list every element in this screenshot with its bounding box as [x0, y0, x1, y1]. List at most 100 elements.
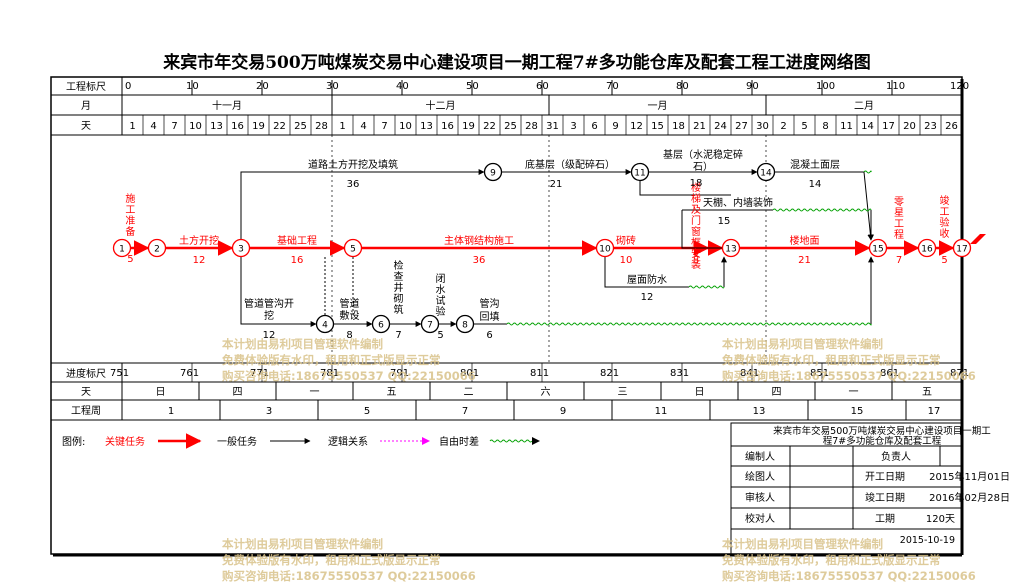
task-name: 基础工程 [277, 234, 317, 247]
node-label: 8 [462, 321, 468, 331]
task-name: 挖 [264, 309, 274, 322]
info-row-label: 审核人 [745, 491, 775, 504]
node-label: 11 [634, 169, 645, 179]
task-arrow [240, 169, 485, 239]
info-row-value: 120天 [926, 514, 955, 525]
node-label: 15 [872, 245, 883, 255]
day-label: 5 [801, 121, 807, 132]
week-label: 17 [928, 406, 941, 417]
day-label: 4 [150, 121, 156, 132]
final-flag [970, 234, 986, 244]
task-duration: 36 [473, 255, 486, 266]
weekday-label: 一 [849, 387, 859, 398]
node-label: 2 [154, 245, 160, 255]
node-label: 5 [350, 245, 356, 255]
scale-tick-label: 60 [536, 81, 549, 92]
header-label-day: 天 [81, 121, 91, 132]
day-label: 22 [273, 121, 286, 132]
task-duration: 15 [718, 216, 731, 227]
month-label: 十二月 [426, 99, 456, 112]
day-label: 6 [591, 121, 597, 132]
node-circle [483, 162, 503, 182]
task-duration: 5 [437, 330, 443, 341]
footer-label-week: 工程周 [71, 405, 101, 417]
node-circle [630, 162, 650, 182]
task-name: 闭 [436, 272, 446, 285]
task-arrow [863, 171, 874, 241]
task-name: 程 [894, 229, 904, 241]
day-label: 11 [840, 121, 853, 132]
day-label: 9 [612, 121, 618, 132]
task-name: 石） [693, 161, 713, 173]
day-label: 19 [252, 121, 265, 132]
weekday-label: 五 [922, 387, 932, 398]
task-arrow [639, 181, 731, 196]
progress-tick-label: 831 [670, 368, 689, 379]
task-name: 管道 [340, 297, 360, 310]
day-label: 27 [735, 121, 748, 132]
node-label: 7 [427, 321, 433, 331]
task-name: 竣 [940, 194, 950, 207]
info-row-label: 校对人 [745, 512, 775, 525]
node-label: 3 [238, 245, 244, 255]
node-circle [756, 162, 776, 182]
day-label: 15 [651, 121, 664, 132]
day-label: 25 [504, 121, 517, 132]
day-label: 25 [294, 121, 307, 132]
task-duration: 7 [896, 255, 902, 266]
progress-tick-label: 801 [460, 368, 479, 379]
day-label: 30 [756, 121, 769, 132]
scale-tick-label: 70 [606, 81, 619, 92]
week-label: 15 [851, 406, 864, 417]
month-label: 一月 [648, 100, 668, 112]
weekday-label: 日 [156, 387, 166, 398]
task-name: 框 [691, 236, 701, 249]
task-duration: 36 [347, 179, 360, 190]
node-label: 1 [119, 245, 125, 255]
day-label: 20 [903, 121, 916, 132]
node-label: 9 [490, 169, 496, 179]
task-name: 窗 [691, 225, 701, 238]
task-name: 安 [691, 247, 701, 260]
info-row-value: 2016年02月28日 [929, 491, 1010, 504]
scale-tick-label: 0 [125, 81, 131, 92]
legend-float-wave [489, 439, 533, 443]
task-name: 验 [940, 216, 950, 229]
info-row-label: 绘图人 [745, 470, 775, 483]
task-name: 砌 [394, 293, 404, 305]
task-duration: 14 [809, 179, 822, 190]
progress-tick-label: 781 [320, 368, 339, 379]
progress-tick-label: 771 [250, 368, 269, 379]
header-label-scale: 工程标尺 [66, 81, 106, 93]
task-arrow [681, 210, 722, 249]
scale-tick-label: 20 [256, 81, 269, 92]
node-circle [868, 238, 888, 258]
legend-logic-head [422, 437, 430, 445]
scale-tick-label: 110 [886, 81, 905, 92]
task-name: 门 [691, 214, 701, 227]
day-label: 21 [693, 121, 706, 132]
weekday-label: 三 [618, 387, 628, 398]
task-duration: 16 [291, 255, 304, 266]
task-name: 筑 [394, 303, 404, 316]
task-arrow [604, 257, 689, 288]
progress-tick-label: 821 [600, 368, 619, 379]
task-name: 楼 [691, 181, 701, 194]
task-name: 楼地面 [790, 234, 820, 247]
info-row-key: 开工日期 [865, 471, 905, 483]
progress-tick-label: 811 [530, 368, 549, 379]
float-line [863, 170, 872, 174]
week-label: 7 [462, 406, 468, 417]
day-label: 13 [210, 121, 223, 132]
footer-label-progress: 进度标尺 [66, 367, 106, 380]
float-line [772, 208, 872, 212]
node-circle [595, 238, 615, 258]
info-border [730, 422, 963, 555]
task-name: 回填 [480, 310, 500, 323]
node-circle [420, 314, 440, 334]
task-arrow [240, 257, 317, 327]
task-name: 主体钢结构施工 [444, 234, 514, 247]
task-name: 底基层（级配碎石） [525, 158, 615, 171]
progress-tick-label: 871 [950, 368, 969, 379]
